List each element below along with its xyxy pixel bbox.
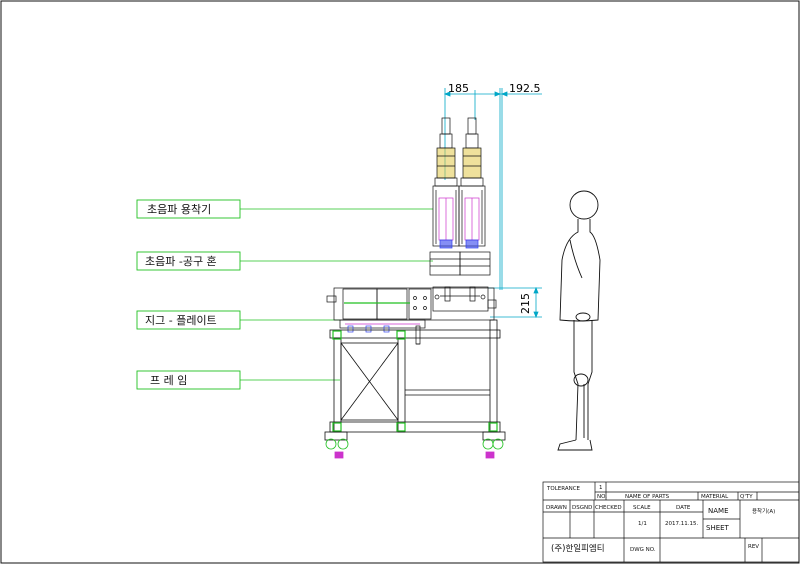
welder-head-left bbox=[432, 117, 460, 249]
ultrasonic-horns bbox=[429, 251, 491, 276]
tb-dsgnd-label: DSGND bbox=[572, 505, 592, 511]
tb-company-name: (주)한일피엠티 bbox=[551, 543, 605, 554]
caster-right bbox=[482, 431, 506, 459]
jig-plate-assembly bbox=[326, 286, 497, 345]
tb-scale-label: SCALE bbox=[633, 505, 651, 511]
label-ultrasonic-horn: 초음파 -공구 혼 bbox=[145, 255, 217, 268]
tb-tolerance-value: 1 bbox=[599, 485, 603, 491]
tb-tolerance-label: TOLERANCE bbox=[546, 486, 581, 492]
caster-left bbox=[324, 431, 349, 459]
tb-no-label: NO. bbox=[597, 494, 607, 500]
tb-rev-label: REV bbox=[748, 544, 759, 550]
tb-name-of-parts-label: NAME OF PARTS bbox=[625, 494, 670, 500]
callout-ultrasonic-welder: 초음파 용착기 bbox=[136, 199, 433, 219]
dimension-185: 185 bbox=[448, 82, 469, 95]
tb-scale-value: 1/1 bbox=[638, 521, 647, 527]
tb-drawn-label: DRAWN bbox=[546, 505, 567, 511]
callout-frame: 프 레 임 bbox=[136, 370, 340, 390]
human-scale-figure bbox=[557, 190, 601, 451]
tb-date-value: 2017.11.15. bbox=[665, 521, 698, 527]
tb-material-label: MATERIAL bbox=[701, 494, 729, 500]
tb-dwg-no-label: DWG NO. bbox=[630, 547, 656, 553]
dimension-215: 215 bbox=[519, 293, 532, 314]
tb-name-value: 용착기(A) bbox=[752, 507, 775, 515]
tb-sheet-label: SHEET bbox=[706, 524, 730, 532]
callout-jig-plate: 지그 - 플레이트 bbox=[136, 310, 340, 330]
tb-qty-label: Q'TY bbox=[740, 494, 753, 500]
tb-checked-label: CHECKED bbox=[595, 505, 622, 511]
callout-ultrasonic-horn: 초음파 -공구 혼 bbox=[136, 251, 433, 271]
tb-date-label: DATE bbox=[676, 505, 691, 511]
welder-head-right bbox=[458, 117, 486, 249]
label-frame: 프 레 임 bbox=[150, 374, 187, 387]
label-jig-plate: 지그 - 플레이트 bbox=[145, 314, 217, 327]
tb-name-label: NAME bbox=[708, 507, 729, 515]
dimension-192-5: 192.5 bbox=[509, 82, 541, 95]
frame-corner-markers bbox=[332, 330, 498, 432]
machine-frame bbox=[329, 319, 501, 433]
label-ultrasonic-welder: 초음파 용착기 bbox=[147, 203, 211, 216]
title-block bbox=[542, 481, 800, 563]
dimension-lines bbox=[443, 88, 542, 319]
